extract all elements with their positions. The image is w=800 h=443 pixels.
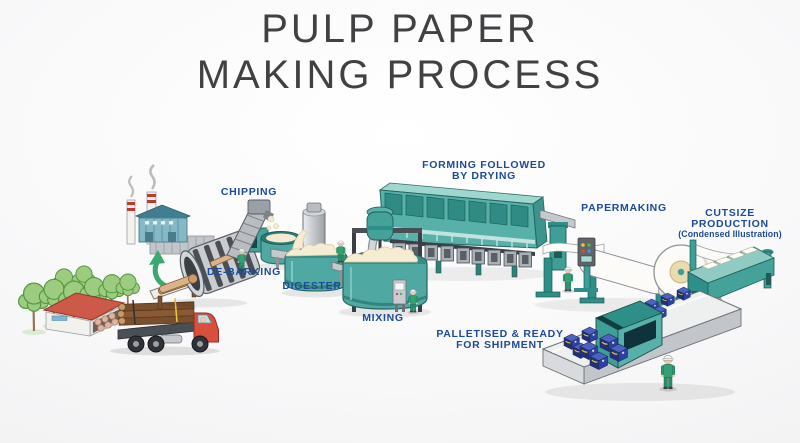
label-forming-drying: FORMING FOLLOWED BY DRYING xyxy=(422,159,546,183)
chimney xyxy=(126,199,136,245)
wall-panels xyxy=(384,192,529,228)
log-storage-shed xyxy=(42,292,126,337)
log-truck xyxy=(110,297,220,356)
digester-unit xyxy=(270,202,375,298)
page-title: PULP PAPER MAKING PROCESS xyxy=(0,6,800,98)
label-palletised-line1: PALLETISED & READY xyxy=(436,328,564,340)
label-digester: DIGESTER xyxy=(282,280,342,292)
label-debarking: DE-BARKING xyxy=(206,266,282,278)
log-stack xyxy=(117,297,196,326)
pulp-mill-building xyxy=(126,164,215,255)
label-cutsize-line1: CUTSIZE xyxy=(705,207,755,219)
label-forming-line2: BY DRYING xyxy=(451,170,517,183)
label-cutsize-production: CUTSIZE PRODUCTION (Condensed Illustrati… xyxy=(678,207,782,240)
label-chipping: CHIPPING xyxy=(220,186,278,198)
label-palletised: PALLETISED & READY FOR SHIPMENT xyxy=(436,328,564,352)
worker-papermaking xyxy=(561,266,575,294)
mixing-unit xyxy=(339,206,431,318)
label-mixing: MIXING xyxy=(362,312,404,324)
paper-sheets xyxy=(701,246,759,270)
palletising-conveyor xyxy=(541,286,743,401)
recycle-arrow-icon xyxy=(149,250,175,291)
stacked-logs xyxy=(94,312,119,332)
label-cutsize-line3: (Condensed Illustration) xyxy=(678,229,782,240)
pulp-surface xyxy=(343,246,418,263)
label-palletised-line2: FOR SHIPMENT xyxy=(456,339,544,352)
label-papermaking: PAPERMAKING xyxy=(581,202,667,214)
label-forming-line1: FORMING FOLLOWED xyxy=(422,159,546,171)
label-cutsize-line2: PRODUCTION xyxy=(691,218,769,231)
chipping-machine xyxy=(226,199,303,270)
smoke xyxy=(128,175,135,198)
page-title-line1: PULP PAPER xyxy=(261,7,539,51)
page-title-line2: MAKING PROCESS xyxy=(196,53,604,97)
truck-wheels xyxy=(127,335,209,353)
smoke xyxy=(149,164,156,190)
